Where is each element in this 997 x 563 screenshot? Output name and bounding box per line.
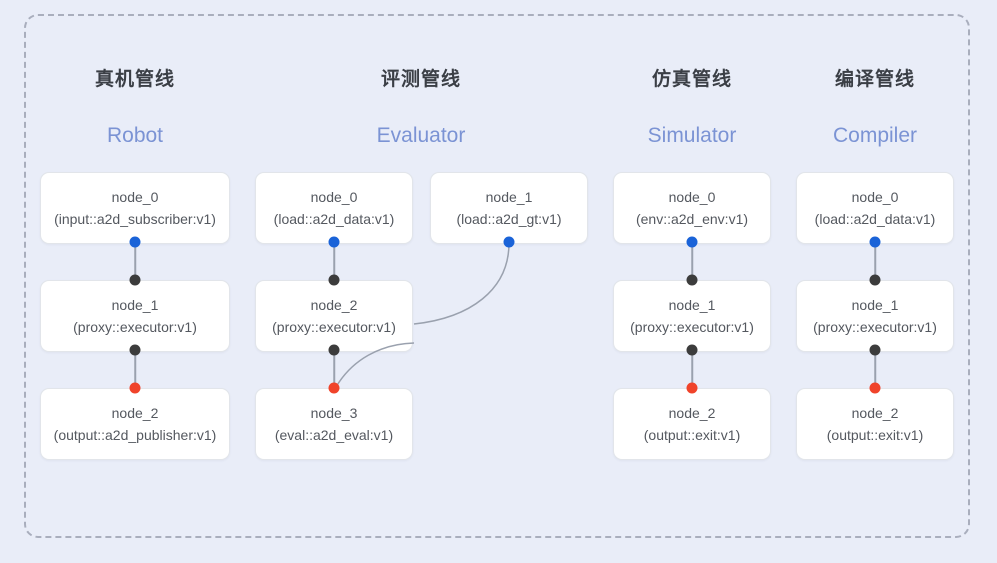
column-title-cn-robot: 真机管线 [94,69,175,90]
node-simulator-1[interactable]: node_1 (proxy::executor:v1) [613,280,771,352]
port-out-simulator-1 [686,344,698,356]
port-out-robot-0 [129,236,141,248]
node-type: (load::a2d_gt:v1) [456,211,562,227]
node-id: node_2 [310,297,358,313]
port-out-evaluator-0 [328,236,340,248]
node-type: (eval::a2d_eval:v1) [274,427,394,443]
node-type: (proxy::executor:v1) [630,319,754,335]
edge-robot-0-to-1 [134,242,136,280]
node-type: (env::a2d_env:v1) [635,211,749,227]
node-type: (output::exit:v1) [826,427,924,443]
edge-robot-1-to-2 [134,350,136,388]
node-id: node_1 [111,297,159,313]
node-id: node_2 [668,405,716,421]
node-type: (proxy::executor:v1) [73,319,197,335]
port-out-evaluator-1 [503,236,515,248]
port-in-simulator-1 [686,274,698,286]
port-out-evaluator-2 [328,344,340,356]
column-title-en-robot: Robot [106,124,164,147]
node-id: node_1 [485,189,533,205]
column-title-en-compiler: Compiler [832,124,918,147]
port-out-robot-1 [129,344,141,356]
column-title-en-simulator: Simulator [647,124,737,147]
port-in-evaluator-2 [328,274,340,286]
node-id: node_3 [310,405,358,421]
node-id: node_1 [851,297,899,313]
edge-evaluator-2-to-3 [333,350,335,388]
edge-compiler-1-to-2 [874,350,876,388]
edge-simulator-0-to-1 [691,242,693,280]
node-simulator-0[interactable]: node_0 (env::a2d_env:v1) [613,172,771,244]
port-in-simulator-2 [686,382,698,394]
node-type: (proxy::executor:v1) [272,319,396,335]
node-type: (output::exit:v1) [643,427,741,443]
node-id: node_0 [310,189,358,205]
node-id: node_0 [111,189,159,205]
column-title-cn-compiler: 编译管线 [834,69,915,90]
node-id: node_0 [668,189,716,205]
node-id: node_0 [851,189,899,205]
port-in-evaluator-3 [328,382,340,394]
node-type: (input::a2d_subscriber:v1) [54,211,216,227]
port-out-compiler-1 [869,344,881,356]
port-out-simulator-0 [686,236,698,248]
node-type: (load::a2d_data:v1) [814,211,936,227]
node-type: (proxy::executor:v1) [813,319,937,335]
node-robot-2[interactable]: node_2 (output::a2d_publisher:v1) [40,388,230,460]
edge-simulator-1-to-2 [691,350,693,388]
edge-evaluator-0-to-2 [333,242,335,280]
node-evaluator-0[interactable]: node_0 (load::a2d_data:v1) [255,172,413,244]
port-in-robot-1 [129,274,141,286]
port-out-compiler-0 [869,236,881,248]
node-evaluator-3[interactable]: node_3 (eval::a2d_eval:v1) [255,388,413,460]
node-compiler-1[interactable]: node_1 (proxy::executor:v1) [796,280,954,352]
port-in-robot-2 [129,382,141,394]
port-in-compiler-1 [869,274,881,286]
node-robot-0[interactable]: node_0 (input::a2d_subscriber:v1) [40,172,230,244]
column-title-cn-simulator: 仿真管线 [651,69,732,90]
node-id: node_1 [668,297,716,313]
node-id: node_2 [851,405,899,421]
node-type: (output::a2d_publisher:v1) [53,427,217,443]
edge-compiler-0-to-1 [874,242,876,280]
node-id: node_2 [111,405,159,421]
node-compiler-0[interactable]: node_0 (load::a2d_data:v1) [796,172,954,244]
port-in-compiler-2 [869,382,881,394]
node-robot-1[interactable]: node_1 (proxy::executor:v1) [40,280,230,352]
column-title-en-evaluator: Evaluator [376,124,466,147]
node-evaluator-1[interactable]: node_1 (load::a2d_gt:v1) [430,172,588,244]
node-compiler-2[interactable]: node_2 (output::exit:v1) [796,388,954,460]
node-evaluator-2[interactable]: node_2 (proxy::executor:v1) [255,280,413,352]
column-title-cn-evaluator: 评测管线 [380,69,461,90]
pipeline-group-frame [24,14,970,538]
node-simulator-2[interactable]: node_2 (output::exit:v1) [613,388,771,460]
node-type: (load::a2d_data:v1) [273,211,395,227]
